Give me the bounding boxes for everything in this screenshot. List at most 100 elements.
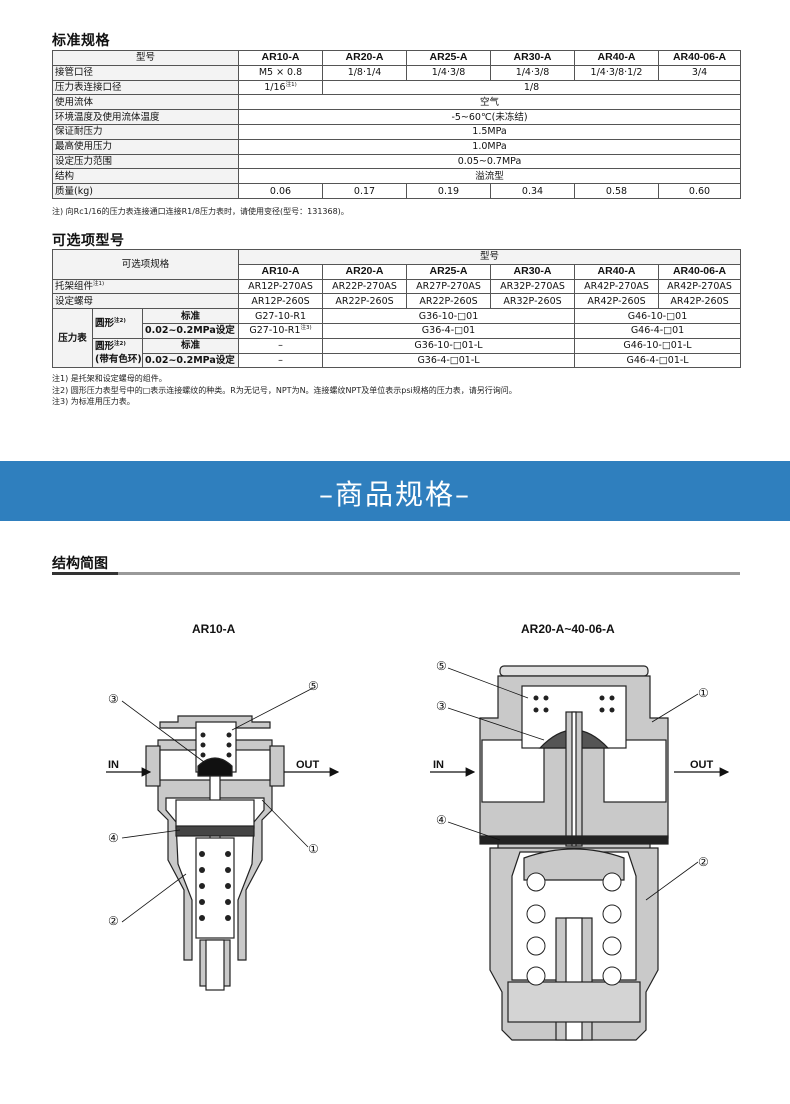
table-row: 质量(kg) 0.06 0.17 0.19 0.34 0.58 0.60 — [52, 183, 741, 199]
note-3: 注3) 为标准用压力表。 — [52, 397, 135, 406]
cell: 0.06 — [238, 183, 323, 199]
left-diagram-title: AR10-A — [192, 622, 236, 636]
cell: 1/4·3/8 — [406, 64, 491, 81]
cell: AR22P-270AS — [322, 278, 408, 295]
structure-rule — [52, 572, 740, 575]
callout-4: ④ — [108, 831, 119, 845]
ar10-cross-section — [145, 715, 285, 991]
table-row: 0.02~0.2MPa设定 – G36-4-□01-L G46-4-□01-L — [53, 352, 742, 369]
cell: 1/8 — [322, 79, 741, 96]
ar10-in-label: IN — [108, 759, 119, 771]
callout-3: ③ — [108, 692, 119, 706]
cell: 溢流型 — [238, 168, 741, 185]
table-row: 设定螺母 AR12P-260S AR22P-260S AR22P-260S AR… — [51, 293, 742, 310]
cell: AR32P-260S — [490, 293, 576, 310]
cell: 1/8·1/4 — [322, 64, 407, 81]
model-ar40-06: AR40-06-A — [658, 263, 742, 280]
row-label: 压力表连接口径 — [52, 79, 239, 96]
table-row: 0.02~0.2MPa设定 G27-10-R1注3) G36-4-□01 G46… — [53, 322, 742, 339]
ar20-cross-section — [479, 665, 669, 1041]
table-row: 设定压力范围 0.05~0.7MPa — [52, 153, 741, 170]
table-row: 使用流体 空气 — [52, 94, 741, 111]
cell: AR12P-260S — [238, 293, 324, 310]
model-ar25: AR25-A — [406, 50, 491, 66]
cell: 0.05~0.7MPa — [238, 153, 741, 170]
cell: G46-10-□01-L — [574, 337, 742, 354]
table-row: 环境温度及使用流体温度 -5~60℃(未冻结) — [52, 109, 741, 125]
model-ar10: AR10-A — [238, 50, 323, 66]
standard-label: 标准 — [141, 308, 240, 324]
cell: -5~60℃(未冻结) — [238, 109, 741, 125]
cell: – — [238, 337, 324, 354]
cell: AR22P-260S — [322, 293, 408, 310]
low-range-label: 0.02~0.2MPa设定 — [141, 322, 240, 339]
options-notes: 注1) 是托架和设定螺母的组件。 注2) 圆形压力表型号中的□表示连接螺纹的种类… — [52, 373, 517, 408]
options-section-title: 可选项型号 — [52, 233, 125, 249]
table-row: 型号 AR10-A AR20-A AR25-A AR30-A AR40-A AR… — [52, 50, 741, 66]
spec-note: 注) 向Rc1/16的压力表连接通口连接R1/8压力表时，请使用变径(型号：13… — [52, 207, 349, 216]
ar20-in-label: IN — [433, 759, 444, 771]
cell: AR42P-260S — [574, 293, 660, 310]
cell: 1.5MPa — [238, 123, 741, 140]
note-2: 注2) 圆形压力表型号中的□表示连接螺纹的种类。R为无记号，NPT为N。连接螺纹… — [52, 385, 517, 395]
row-label: 最高使用压力 — [52, 138, 239, 155]
cell: G36-10-□01-L — [322, 337, 576, 354]
cell: AR27P-270AS — [406, 278, 492, 295]
model-ar40-06: AR40-06-A — [658, 50, 741, 66]
row-label: 设定螺母 — [51, 293, 240, 310]
structure-title: 结构简图 — [52, 556, 108, 572]
cell: AR12P-270AS — [238, 278, 324, 295]
cell: 0.34 — [490, 183, 575, 199]
callout-5: ⑤ — [308, 679, 319, 693]
low-range-label: 0.02~0.2MPa设定 — [141, 352, 240, 369]
cell: G36-4-□01-L — [322, 352, 576, 369]
cell: 1/4·3/8·1/2 — [574, 64, 659, 81]
table-row: 接管口径 M5 × 0.8 1/8·1/4 1/4·3/8 1/4·3/8 1/… — [52, 64, 741, 81]
model-ar40: AR40-A — [574, 50, 659, 66]
row-label: 接管口径 — [52, 64, 239, 81]
cell: M5 × 0.8 — [238, 64, 323, 81]
structure-rule-accent — [52, 572, 118, 575]
cell: 0.17 — [322, 183, 407, 199]
cell: 1.0MPa — [238, 138, 741, 155]
round-color-label: 圆形注2)(带有色环) — [92, 337, 143, 369]
options-spec-header: 可选项规格 — [51, 249, 240, 280]
cell: G46-4-□01 — [574, 322, 742, 339]
section-banner — [0, 461, 790, 521]
row-label: 环境温度及使用流体温度 — [52, 109, 239, 125]
row-label: 设定压力范围 — [52, 153, 239, 170]
callout-1: ① — [698, 686, 709, 700]
table-row: 压力表 圆形注2) 标准 G27-10-R1 G36-10-□01 G46-10… — [52, 308, 742, 369]
callout-2: ② — [698, 855, 709, 869]
ar20-out-label: OUT — [690, 759, 714, 771]
callout-3: ③ — [436, 699, 447, 713]
spec-table: 型号 AR10-A AR20-A AR25-A AR30-A AR40-A AR… — [52, 50, 741, 199]
model-header: 型号 — [52, 50, 239, 66]
standard-label: 标准 — [141, 337, 240, 354]
cell: AR42P-270AS — [658, 278, 742, 295]
model-ar25: AR25-A — [406, 263, 492, 280]
table-row: 托架组件注1) AR12P-270AS AR22P-270AS AR27P-27… — [51, 278, 742, 295]
cell: AR42P-260S — [658, 293, 742, 310]
ar10-leader-lines — [121, 687, 314, 923]
callout-2: ② — [108, 914, 119, 928]
row-label: 结构 — [52, 168, 239, 185]
model-ar20: AR20-A — [322, 263, 408, 280]
cell: 1/4·3/8 — [490, 64, 575, 81]
model-ar40: AR40-A — [574, 263, 660, 280]
cell: 0.58 — [574, 183, 659, 199]
cell: AR32P-270AS — [490, 278, 576, 295]
cell: 空气 — [238, 94, 741, 111]
cell: G36-10-□01 — [322, 308, 576, 324]
model-ar20: AR20-A — [322, 50, 407, 66]
ar20-leader-lines — [447, 667, 699, 901]
callout-4: ④ — [436, 813, 447, 827]
cell: G46-4-□01-L — [574, 352, 742, 369]
row-label: 使用流体 — [52, 94, 239, 111]
cell: 0.60 — [658, 183, 741, 199]
table-row: 压力表连接口径 1/16注1) 1/8 — [52, 79, 741, 96]
table-row: 可选项规格 型号 — [51, 249, 742, 280]
table-row: 圆形注2)(带有色环) 标准 – G36-10-□01-L G46-10-□01… — [53, 337, 742, 369]
cell: G27-10-R1注3) — [238, 322, 324, 339]
model-ar10: AR10-A — [238, 263, 324, 280]
